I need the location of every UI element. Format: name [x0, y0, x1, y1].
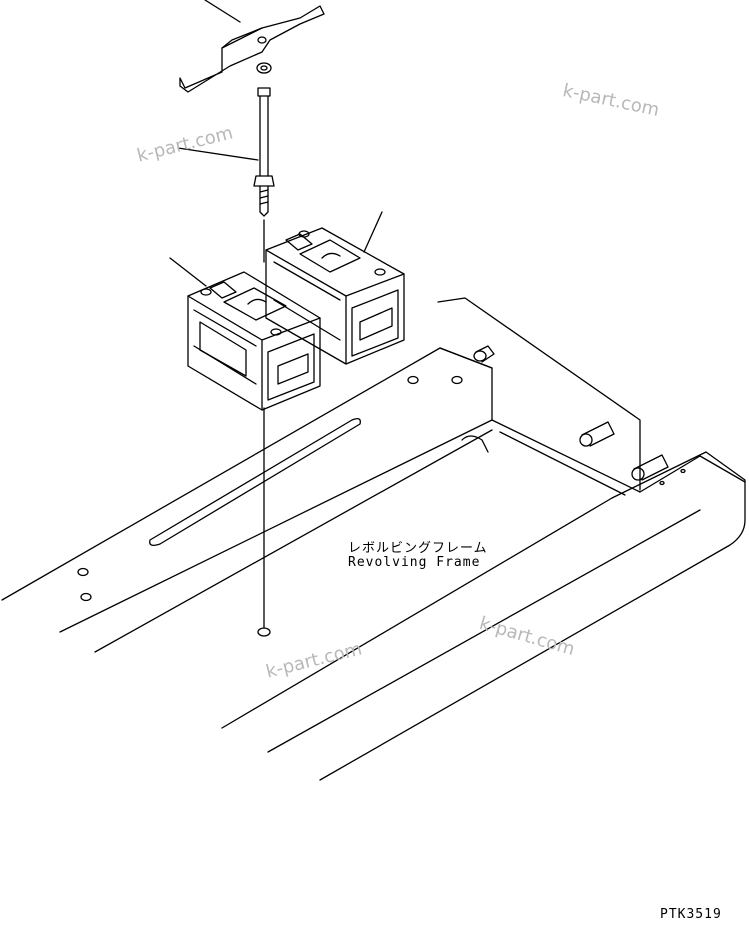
bolt-hole	[80, 592, 92, 602]
frame-rail-top-edge	[439, 347, 493, 369]
frame-corner	[639, 455, 701, 493]
frame-left-rail	[1, 347, 493, 633]
frame-boss	[473, 345, 495, 363]
frame-back-plate	[437, 297, 641, 491]
battery-front	[187, 271, 321, 411]
bolt-hole	[451, 375, 463, 385]
frame-cross-inner	[499, 431, 626, 496]
frame-right-rail-upper	[221, 497, 613, 729]
bracket-hole	[257, 36, 267, 44]
frame-label-jp: レボルビングフレーム	[348, 541, 488, 556]
frame-right-rail-mid	[267, 509, 701, 753]
battery-rear	[265, 227, 405, 365]
leader-line	[363, 211, 383, 253]
frame-right-beam	[319, 451, 746, 781]
frame-slot	[149, 418, 361, 546]
frame-bracket	[461, 435, 489, 453]
bolt-hole	[407, 375, 419, 385]
drawing-number: PTK3519	[660, 907, 722, 922]
battery-rod	[253, 87, 275, 217]
leader-line	[204, 0, 241, 23]
frame-boss	[631, 454, 669, 481]
frame-rail-lower-edge	[94, 429, 493, 653]
leader-line	[169, 257, 207, 287]
washer	[256, 62, 272, 74]
battery-hold-down-bracket	[179, 0, 325, 93]
bolt-hole	[77, 567, 89, 577]
frame-cross-member	[491, 419, 641, 493]
frame-boss	[579, 421, 615, 447]
frame-right-beam-top	[699, 455, 746, 483]
small-hole	[659, 480, 665, 486]
revolving-frame	[1, 297, 746, 781]
small-hole	[680, 468, 686, 474]
leader-line	[177, 147, 259, 161]
rod-mount-hole	[257, 627, 271, 637]
frame-label-en: Revolving Frame	[348, 555, 481, 570]
